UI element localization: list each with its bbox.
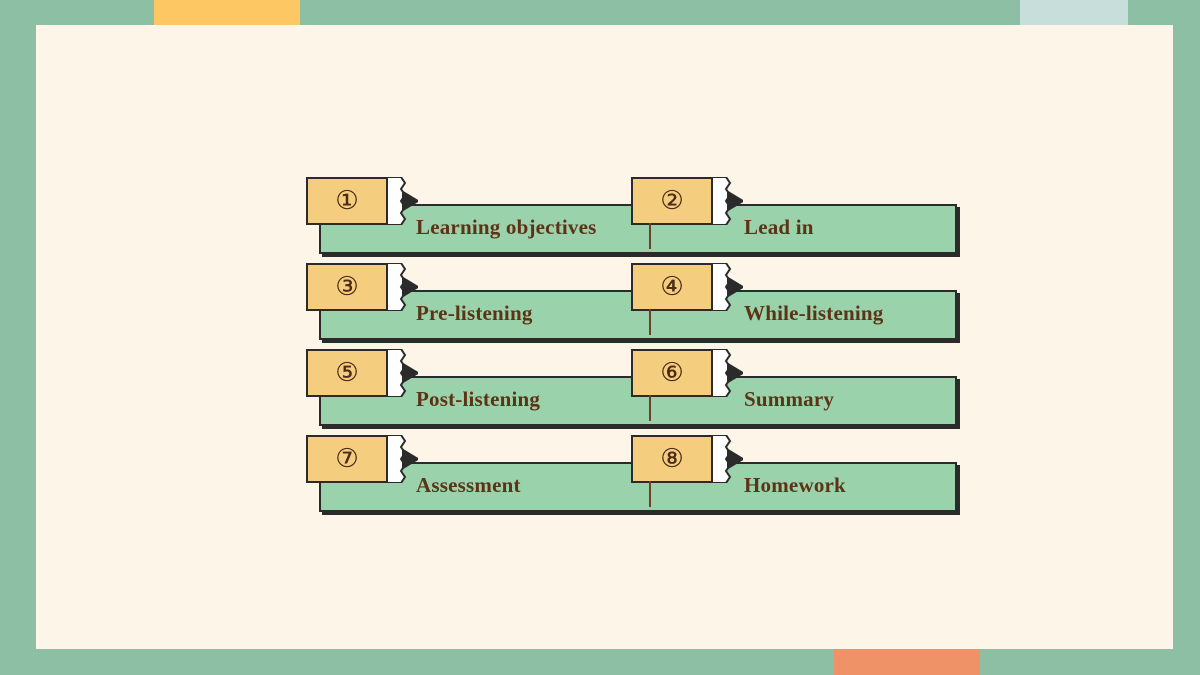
pencil-tip-icon [711, 434, 744, 484]
step-connector-tick [649, 395, 651, 421]
pencil-body [306, 263, 388, 311]
pencil-tip-icon [711, 348, 744, 398]
step-number: ② [660, 186, 684, 216]
pencil-body [306, 349, 388, 397]
bottom-salmon-accent-block [834, 649, 980, 675]
step-label: Assessment [416, 473, 521, 497]
pencil-tip-icon [711, 176, 744, 226]
pencil-body [631, 263, 713, 311]
step-connector-tick [649, 481, 651, 507]
diagram-row: ⑦ ⑧ Assessment Homework [306, 434, 966, 521]
pencil-tip-icon [386, 434, 419, 484]
step-number: ⑥ [660, 358, 684, 388]
pencil-body [631, 349, 713, 397]
step-number: ① [335, 186, 359, 216]
step-number: ⑦ [335, 444, 359, 474]
step-number: ③ [335, 272, 359, 302]
step-label: Summary [744, 387, 835, 411]
step-badge-pencil[interactable]: ① [306, 176, 419, 226]
step-number: ④ [660, 272, 684, 302]
step-label: Post-listening [416, 387, 541, 411]
top-orange-accent-block [154, 0, 300, 25]
step-connector-tick [649, 223, 651, 249]
step-label: Homework [744, 473, 846, 497]
lesson-stage-diagram: ① ② Learning objectives Lead in [306, 176, 966, 517]
step-badge-pencil[interactable]: ⑦ [306, 434, 419, 484]
step-label: Lead in [744, 215, 814, 239]
step-number: ⑤ [335, 358, 359, 388]
pencil-body [631, 435, 713, 483]
step-badge-pencil[interactable]: ⑥ [631, 348, 744, 398]
step-badge-pencil[interactable]: ⑧ [631, 434, 744, 484]
diagram-row: ① ② Learning objectives Lead in [306, 176, 966, 263]
step-label: While-listening [744, 301, 884, 325]
step-label: Pre-listening [416, 301, 533, 325]
slide-canvas: ① ② Learning objectives Lead in [36, 25, 1173, 649]
pencil-tip-icon [386, 348, 419, 398]
diagram-row: ③ ④ Pre-listening While-listening [306, 262, 966, 349]
diagram-row: ⑤ ⑥ Post-listening Summary [306, 348, 966, 435]
step-number: ⑧ [660, 444, 684, 474]
pencil-tip-icon [711, 262, 744, 312]
pencil-body [631, 177, 713, 225]
step-label: Learning objectives [416, 215, 597, 239]
step-badge-pencil[interactable]: ⑤ [306, 348, 419, 398]
pencil-tip-icon [386, 176, 419, 226]
top-blue-accent-block [1020, 0, 1128, 25]
step-badge-pencil[interactable]: ④ [631, 262, 744, 312]
pencil-tip-icon [386, 262, 419, 312]
pencil-body [306, 177, 388, 225]
step-connector-tick [649, 309, 651, 335]
step-badge-pencil[interactable]: ② [631, 176, 744, 226]
step-badge-pencil[interactable]: ③ [306, 262, 419, 312]
